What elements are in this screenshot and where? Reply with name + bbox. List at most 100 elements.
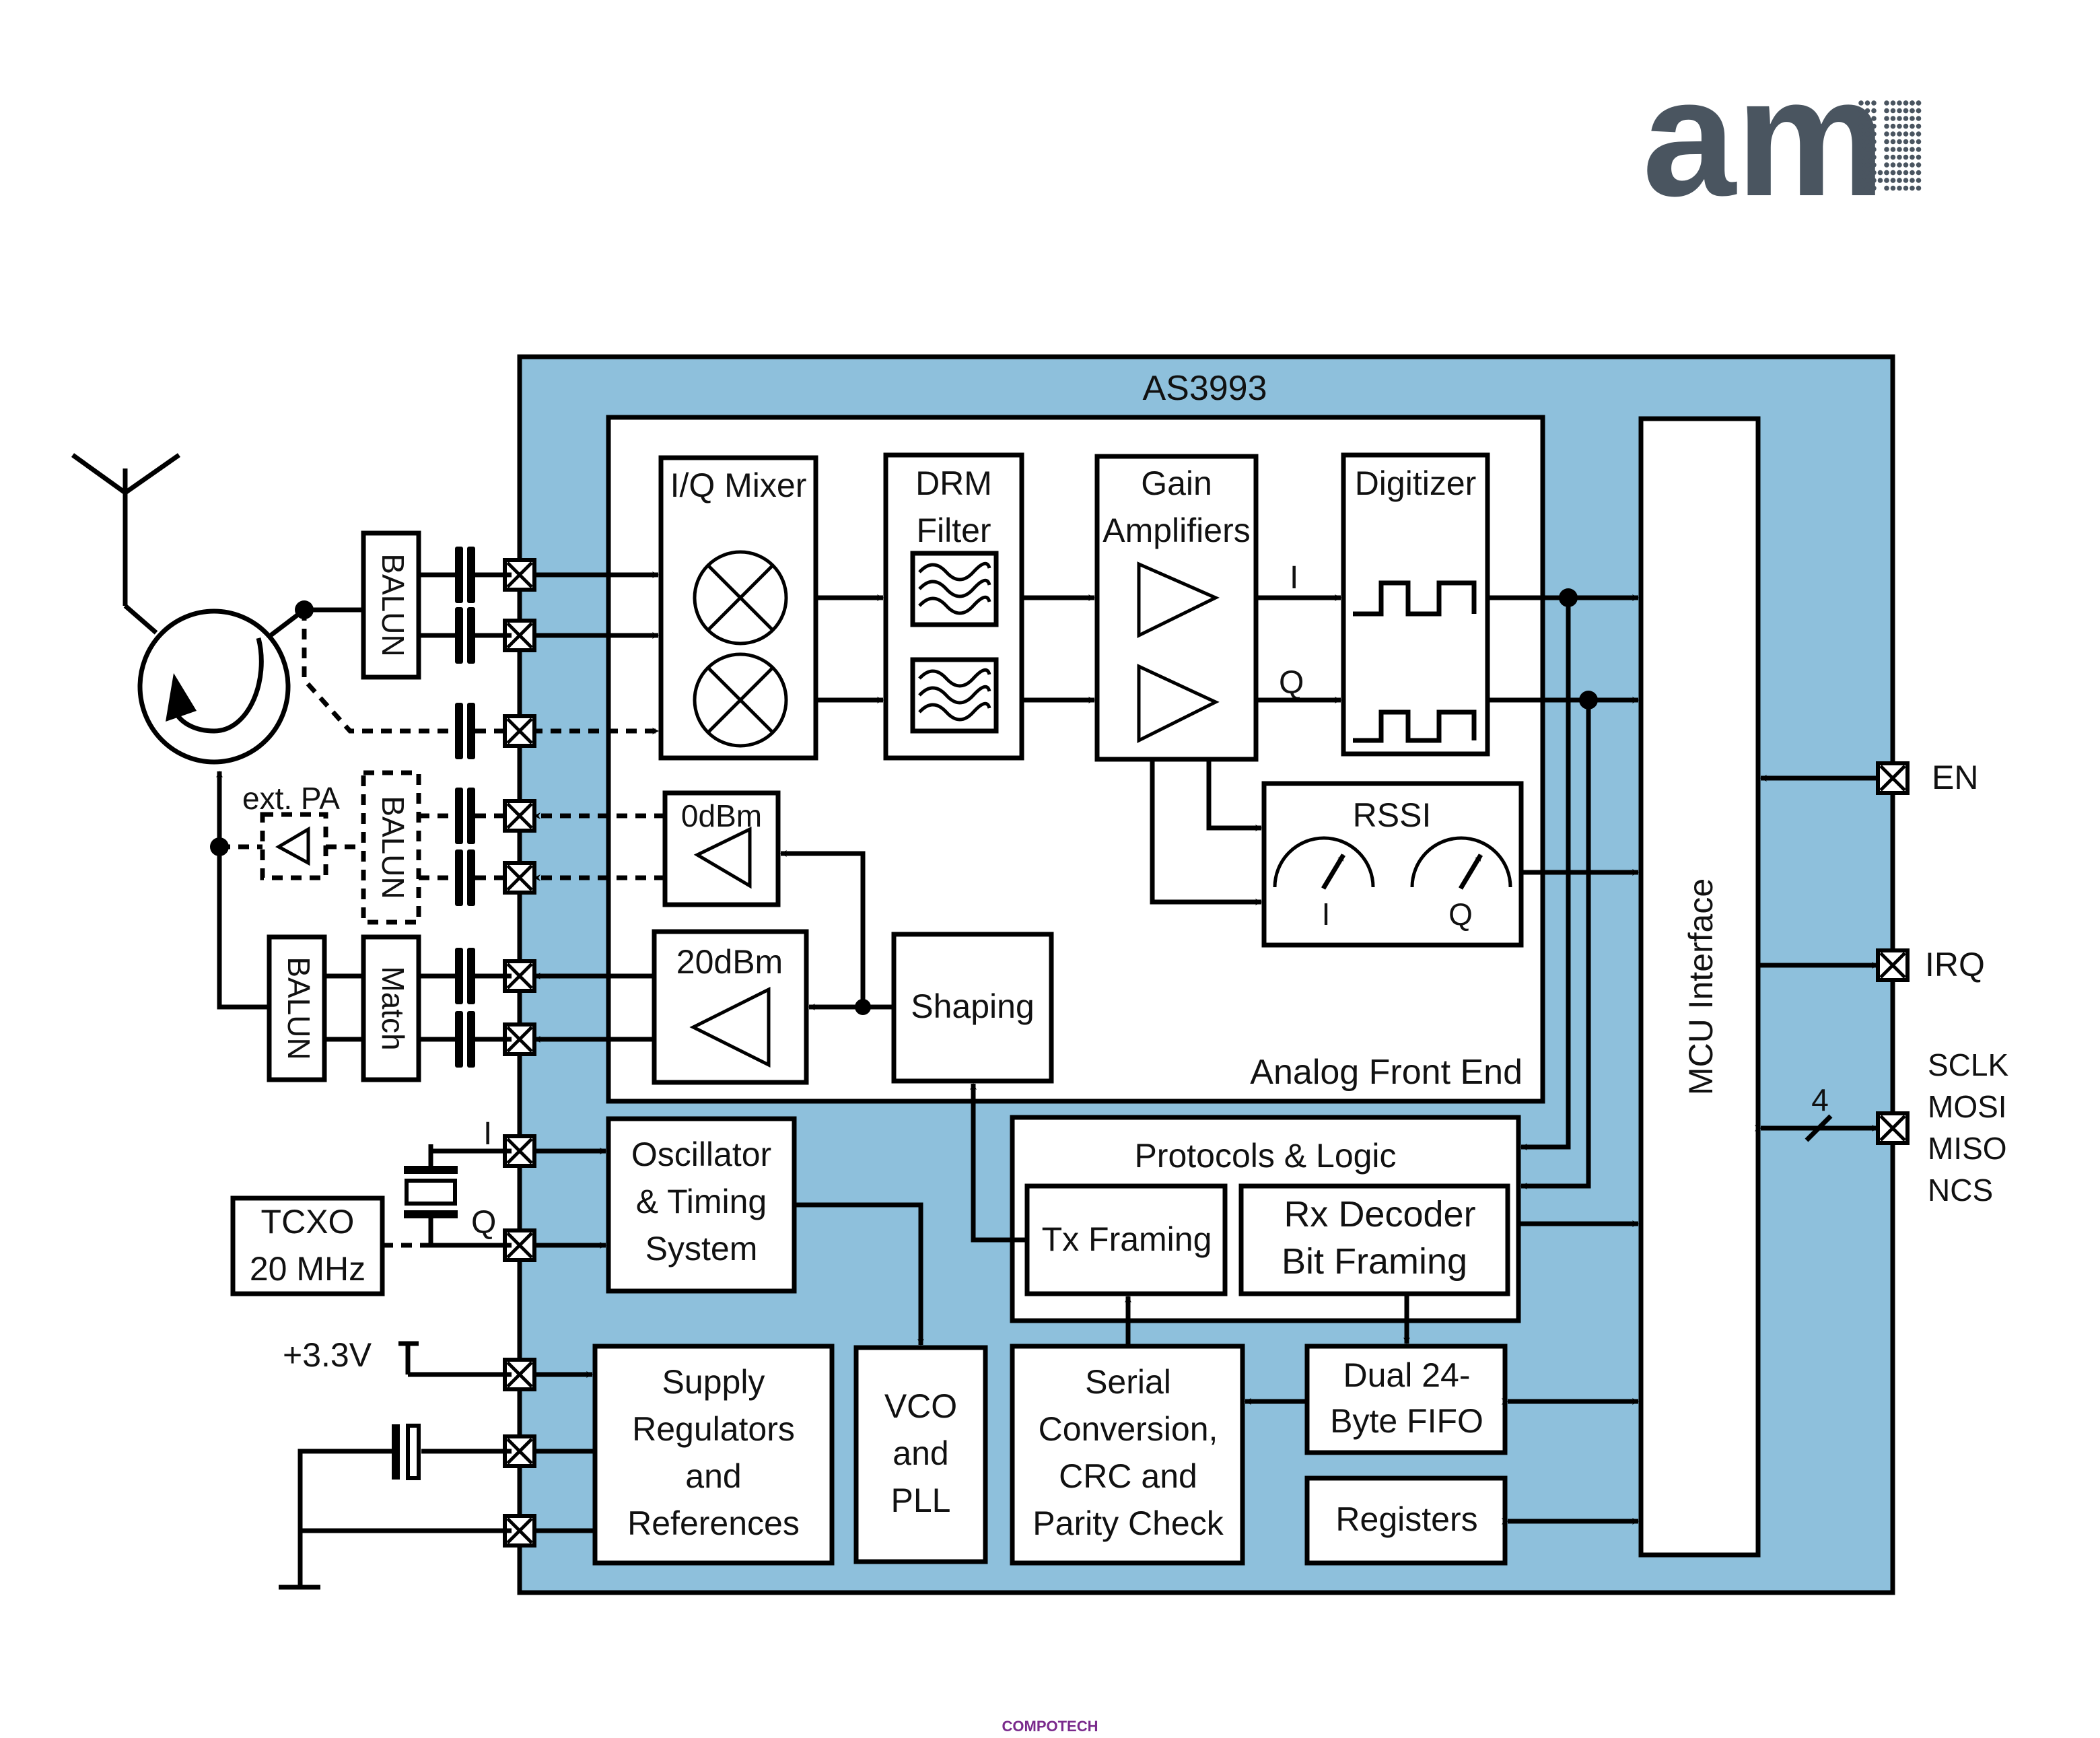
circulator-icon — [137, 609, 291, 765]
pin-mosi-label: MOSI — [1928, 1089, 2007, 1124]
osc-label-1: Oscillator — [631, 1136, 771, 1173]
chip-pin — [1876, 948, 1910, 982]
pa-20dbm-block: 20dBm — [652, 929, 809, 1085]
rssi-i-label: I — [1322, 897, 1331, 932]
mcu-interface-label: MCU Interface — [1682, 878, 1720, 1095]
serial-label-4: Parity Check — [1032, 1504, 1224, 1542]
junction-dot — [210, 837, 229, 856]
rx-decoder-label-2: Bit Framing — [1282, 1241, 1467, 1282]
tx-framing-label: Tx Framing — [1042, 1220, 1212, 1258]
gain-amplifiers-block: Gain Amplifiers — [1094, 454, 1259, 762]
tx-balun-label: BALUN — [281, 957, 316, 1059]
fifo-label-1: Dual 24- — [1343, 1356, 1471, 1394]
ams-logo: am — [1642, 43, 1922, 231]
chip-pin — [503, 714, 536, 748]
crystal-icon — [404, 1144, 458, 1245]
rx-balun-label: BALUN — [376, 553, 411, 656]
vco-label-3: PLL — [891, 1482, 951, 1519]
supply-voltage-label: +3.3V — [283, 1336, 372, 1374]
drm-filter-block: DRM Filter — [883, 452, 1024, 761]
serial-label-2: Conversion, — [1039, 1410, 1218, 1448]
capacitor-icon — [455, 788, 475, 844]
mixer-icon — [693, 652, 788, 748]
rx-decoder-block — [1238, 1183, 1510, 1296]
mcu-interface-block: MCU Interface — [1638, 416, 1761, 1558]
serial-label-3: CRC and — [1059, 1457, 1197, 1495]
vco-pll-block: VCO and PLL — [853, 1345, 988, 1564]
match-block — [361, 934, 421, 1082]
supply-label-3: and — [685, 1457, 741, 1495]
external-rf-circuit: BALUN ext. PA BALUN BALUN Match TCXO 20 … — [71, 453, 512, 1590]
tx-framing-block — [1024, 1183, 1228, 1296]
afe-label: Analog Front End — [1250, 1053, 1523, 1092]
logo-text: am — [1642, 43, 1885, 231]
amplifier-icon — [693, 827, 752, 889]
rx-decoder-label-1: Rx Decoder — [1284, 1194, 1475, 1235]
capacitor-icon — [455, 1011, 475, 1068]
chip-pin — [503, 1228, 536, 1262]
protocols-logic-block: Protocols & Logic Tx Framing Rx Decoder … — [1010, 1115, 1521, 1323]
watermark-text: COMPOTECH — [1002, 1718, 1098, 1735]
capacitor-icon — [455, 849, 475, 906]
chip-pin — [1876, 761, 1910, 795]
chip-pin — [503, 799, 536, 833]
mixer-icon — [693, 550, 788, 646]
capacitor-icon — [455, 703, 475, 759]
fifo-label-2: Byte FIFO — [1330, 1402, 1483, 1440]
pin-ncs-label: NCS — [1928, 1173, 1993, 1208]
match-label: Match — [376, 966, 411, 1050]
shaping-block: Shaping — [891, 932, 1054, 1084]
signal-q-label: Q — [1279, 665, 1304, 701]
supply-regulators-block: Supply Regulators and References — [592, 1344, 835, 1566]
pin-miso-label: MISO — [1928, 1131, 2007, 1166]
capacitor-icon — [392, 1424, 421, 1480]
digitizer-block: Digitizer — [1341, 452, 1490, 757]
chip-pin — [503, 1022, 536, 1056]
pin-en-label: EN — [1932, 759, 1978, 796]
protocols-label: Protocols & Logic — [1134, 1137, 1396, 1175]
amplifier-icon — [1137, 561, 1220, 639]
tx-balun-block — [267, 934, 327, 1082]
tcxo-label-1: TCXO — [261, 1203, 355, 1241]
osc-label-3: System — [645, 1230, 758, 1267]
filter-icon — [910, 551, 999, 627]
drm-filter-label-1: DRM — [915, 464, 992, 502]
vco-label-2: and — [893, 1434, 948, 1472]
pa-20dbm-label: 20dBm — [676, 943, 783, 981]
tx-balun-optional-block — [361, 770, 421, 925]
amplifier-icon — [689, 986, 771, 1068]
meter-q-icon — [1410, 836, 1512, 888]
pin-irq-label: IRQ — [1925, 946, 1985, 983]
shaping-label: Shaping — [911, 987, 1035, 1025]
oscillator-block: Oscillator & Timing System — [606, 1116, 797, 1294]
iq-mixer-label: I/Q Mixer — [670, 466, 807, 504]
rssi-block: RSSI I Q — [1261, 781, 1524, 948]
supply-label-1: Supply — [662, 1363, 765, 1401]
registers-block: Registers — [1304, 1475, 1508, 1566]
ext-pa-label: ext. PA — [242, 781, 340, 816]
digitizer-label: Digitizer — [1355, 464, 1477, 502]
chip-pin — [503, 861, 536, 895]
chip-pin — [503, 1358, 536, 1391]
signal-i-label: I — [1290, 560, 1298, 596]
tcxo-block — [230, 1195, 385, 1296]
capacitor-icon — [455, 607, 475, 664]
tx-balun-optional-label: BALUN — [376, 796, 411, 899]
ext-pa-block — [260, 812, 328, 880]
drm-filter-label-2: Filter — [916, 512, 991, 549]
chip-pin — [1876, 1111, 1910, 1145]
watermark: COMPOTECH — [1002, 1718, 1098, 1735]
capacitor-icon — [455, 948, 475, 1004]
coupling-capacitors — [455, 547, 475, 1068]
logo-dot-mark-icon — [1858, 100, 1922, 191]
chip-name: AS3993 — [1142, 369, 1267, 408]
pin-sclk-label: SCLK — [1928, 1047, 2008, 1082]
osc-i-label: I — [483, 1116, 492, 1152]
osc-label-2: & Timing — [636, 1183, 767, 1220]
fifo-block: Dual 24- Byte FIFO — [1304, 1344, 1508, 1455]
gain-label-1: Gain — [1141, 464, 1212, 502]
internal-connections — [532, 571, 1879, 1533]
amplifier-icon — [275, 826, 310, 866]
square-wave-icon — [1353, 709, 1477, 743]
supply-label-4: References — [627, 1504, 800, 1542]
